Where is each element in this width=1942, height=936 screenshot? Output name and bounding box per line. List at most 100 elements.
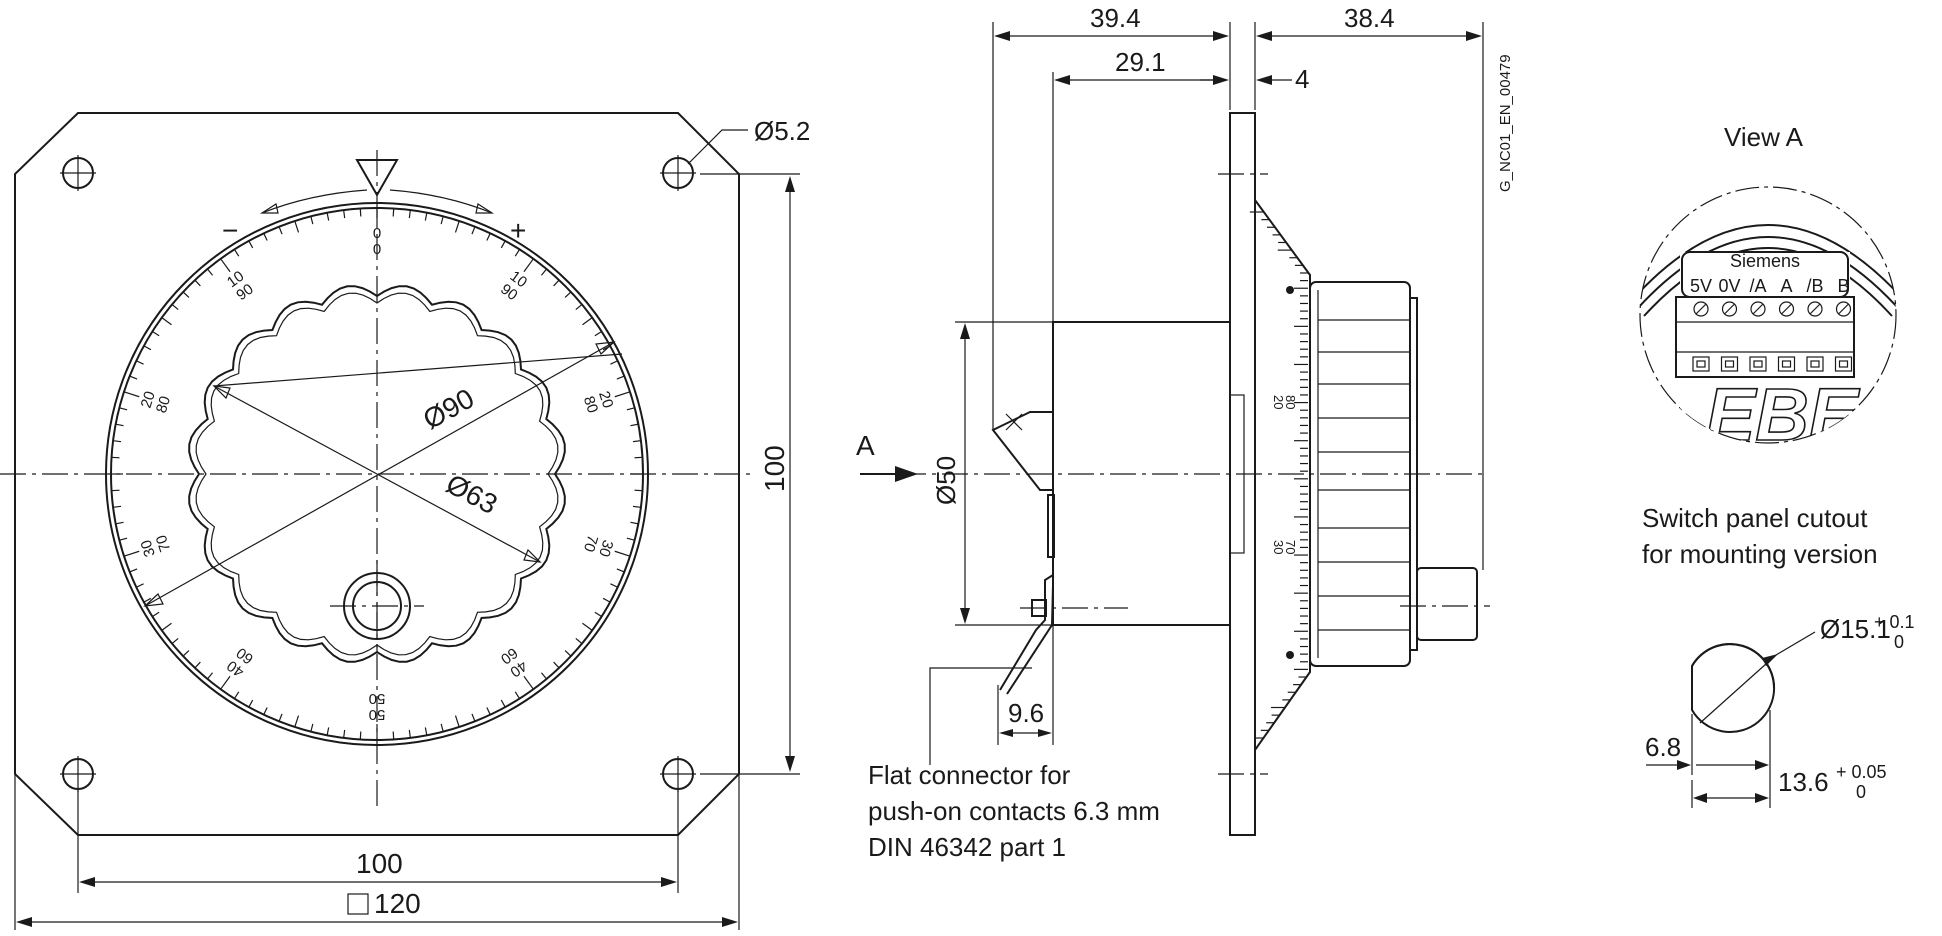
arrow-384-left xyxy=(1256,31,1272,41)
diameter-90-line xyxy=(213,353,623,387)
dial-tick xyxy=(248,699,254,708)
dial-tick xyxy=(343,729,346,738)
dial-tick xyxy=(440,723,444,732)
cutout-dia-line xyxy=(1699,654,1777,724)
terminal-screw-slot xyxy=(1781,303,1792,315)
view-a-dial-arc-3 xyxy=(1643,247,1893,317)
dial-tick xyxy=(143,345,152,351)
dial-tick xyxy=(471,713,476,722)
dial-scale-label-inner: 60 xyxy=(233,644,256,668)
dial-scale-label-inner: 90 xyxy=(497,281,520,305)
terminal-screw xyxy=(1721,301,1738,317)
dial-tick xyxy=(616,375,625,380)
label-plate xyxy=(1681,251,1849,298)
dial-tick xyxy=(514,691,521,699)
arrow-136-right xyxy=(1755,793,1769,803)
dim-body-dia-label: Ø50 xyxy=(931,456,961,505)
plus-sign: + xyxy=(510,215,526,246)
dial-scale-label-inner: 80 xyxy=(580,394,601,415)
dial-tick xyxy=(194,279,201,287)
dial-outer-circle xyxy=(105,202,649,746)
dial-tick xyxy=(614,550,631,557)
pin-label: /B xyxy=(1806,276,1823,296)
pointer-triangle xyxy=(355,159,399,198)
hole-spacing-label: 100 xyxy=(356,848,403,879)
dial-tick xyxy=(129,375,138,380)
view-a-boundary xyxy=(1639,186,1897,444)
terminal-screw xyxy=(1835,301,1852,317)
dial-tick xyxy=(440,216,444,225)
arrow-394-right xyxy=(1213,31,1229,41)
arrow-square-left xyxy=(16,917,32,927)
side-view: 20 80 30 70 39.4 38.4 29.1 xyxy=(856,3,1514,862)
dial-scale-label-outer: 50 xyxy=(369,706,386,723)
view-a-title: View A xyxy=(1724,122,1804,152)
diameter-90-label: Ø90 xyxy=(418,382,479,435)
dial-tick xyxy=(161,622,172,631)
dial-scale-label-inner: 60 xyxy=(497,644,520,668)
cone-scale-ticks xyxy=(1249,211,1308,739)
dim-overall-right-label: 38.4 xyxy=(1344,3,1395,33)
dial-tick xyxy=(408,729,411,738)
knob-grooves xyxy=(1317,290,1410,658)
arrow-height-top xyxy=(785,176,795,192)
dial-tick xyxy=(616,568,625,573)
dial-tick xyxy=(115,521,124,525)
dial-tick xyxy=(111,489,120,492)
arrow-50-top xyxy=(960,323,970,339)
dial-tick xyxy=(310,216,314,225)
cutout-width-label: 6.8 xyxy=(1645,732,1681,762)
hole-diameter-label: Ø5.2 xyxy=(754,116,810,146)
dial-scale-label-inner: 70 xyxy=(580,533,601,554)
view-arrow-head xyxy=(895,466,918,482)
dial-tick xyxy=(500,699,506,708)
body-side-tab xyxy=(1047,494,1055,558)
arrow-63-b xyxy=(523,548,542,563)
cone-mark-70: 70 xyxy=(1283,540,1298,554)
dial-tick xyxy=(152,330,160,337)
connector-note-line-3: DIN 46342 part 1 xyxy=(868,832,1066,862)
arrow-50-bottom xyxy=(960,608,970,624)
terminal-contact xyxy=(1838,360,1849,368)
dial-tick xyxy=(220,258,231,273)
rotation-arc-minus xyxy=(261,189,368,214)
cutout-dia-tol-lower: 0 xyxy=(1894,632,1904,652)
dial-tick xyxy=(310,723,314,732)
terminal-contact xyxy=(1753,360,1763,368)
dial-tick xyxy=(553,279,560,287)
dial-tick xyxy=(233,249,240,257)
dial-tick xyxy=(359,731,362,740)
cutout-offset-tol-lower: 0 xyxy=(1856,782,1866,802)
arrow-spacing-left xyxy=(79,877,95,887)
dial-tick xyxy=(278,713,283,722)
dial-tick xyxy=(553,661,560,669)
dial-scale-label-outer: 20 xyxy=(138,389,159,410)
dial-tick xyxy=(143,597,152,603)
view-a-dial-arc-1 xyxy=(1640,224,1896,301)
dial-scale-label-outer: 30 xyxy=(138,538,159,559)
dial-tick xyxy=(500,240,506,249)
arrow-head-minus xyxy=(259,203,279,214)
arrow-394-left xyxy=(994,31,1010,41)
connector-housing xyxy=(991,411,1054,491)
dial-tick xyxy=(123,391,140,398)
dial-tick xyxy=(514,249,521,257)
front-view: Ø5.2 00109020803070406050504060307020801… xyxy=(0,112,810,930)
dim-connector-label: 9.6 xyxy=(1008,698,1044,728)
mounting-hole-bottom-right xyxy=(660,756,696,792)
rotation-arc-plus xyxy=(389,189,493,214)
dial-tick xyxy=(206,268,214,276)
cone-dot-2 xyxy=(1286,651,1294,659)
terminal-contact xyxy=(1724,360,1735,368)
diameter-63-line-a xyxy=(213,385,378,475)
dial-tick xyxy=(392,731,395,740)
diameter-63-label: Ø63 xyxy=(441,468,502,520)
arrow-63-a xyxy=(212,385,231,400)
dial-scale-label-outer: 40 xyxy=(507,657,530,681)
dial-tick xyxy=(594,330,602,337)
dial-tick xyxy=(136,583,144,588)
cutout-title-line-1: Switch panel cutout xyxy=(1642,503,1868,533)
arrow-spacing-right xyxy=(661,877,677,887)
terminal-screw xyxy=(1750,301,1766,317)
